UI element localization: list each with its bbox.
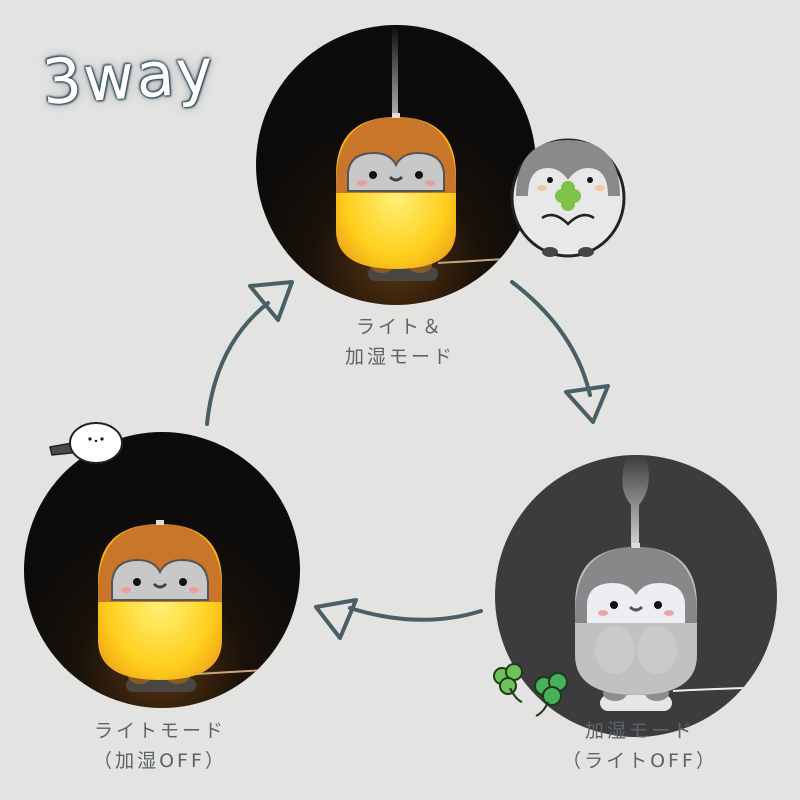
clover-illustration — [493, 663, 568, 717]
white-bird-illustration — [49, 422, 123, 464]
arrow-top-to-right — [510, 280, 592, 397]
light-mode-label: ライトモード （加湿OFF） — [93, 720, 227, 772]
humidify-mode-label: 加湿モード （ライトOFF） — [562, 720, 718, 772]
humidify-mode-photo — [495, 455, 777, 737]
light-humidify-mode-photo — [256, 25, 536, 305]
arrow-left-to-top — [205, 301, 270, 426]
arrow-right-to-left — [348, 606, 483, 622]
penguin-clover-illustration — [510, 138, 626, 258]
arrowhead-right-to-left-icon — [314, 598, 358, 640]
arrowhead-left-to-top-icon — [248, 280, 294, 322]
arrowhead-top-to-right-icon — [564, 384, 610, 424]
light-mode-photo — [24, 432, 300, 708]
light-humidify-mode-label: ライト＆ 加湿モード — [344, 316, 455, 368]
